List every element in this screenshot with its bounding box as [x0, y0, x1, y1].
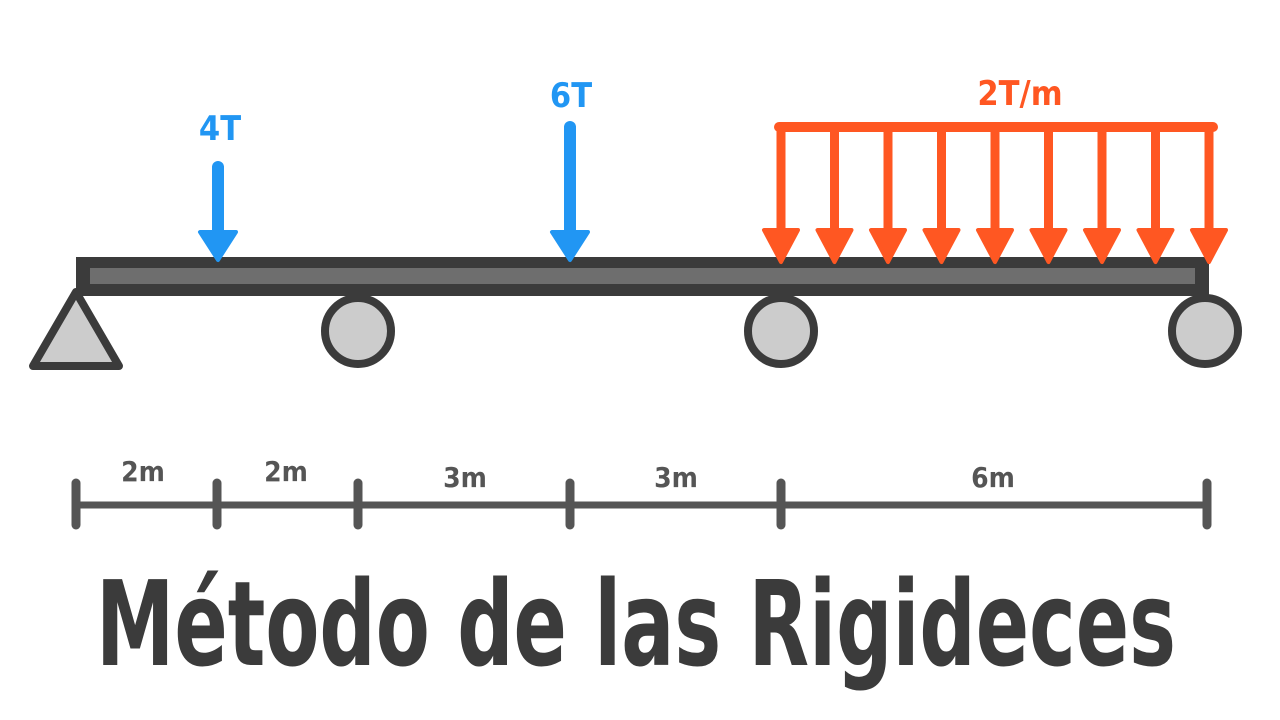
- arrow-head: [550, 230, 590, 262]
- distributed-arrow-head: [869, 228, 907, 264]
- roller-support-2: [744, 294, 818, 368]
- dimension-label-1: 2m: [121, 455, 165, 488]
- roller-support-1: [321, 294, 395, 368]
- distributed-arrow-head: [1083, 228, 1121, 264]
- point-load-label-6t: 6T: [550, 76, 592, 116]
- dimension-line: 2m 2m 3m 3m 6m: [71, 455, 1212, 530]
- dimension-label-3: 3m: [443, 461, 487, 494]
- page-title: Método de las Rigideces: [96, 555, 1176, 693]
- distributed-arrow-head: [1190, 228, 1228, 264]
- arrow-head: [198, 230, 238, 262]
- point-load-label-4t: 4T: [199, 109, 241, 149]
- beam-inner-band: [90, 268, 1195, 284]
- supports: [29, 288, 1242, 370]
- distributed-load-label: 2T/m: [977, 74, 1062, 114]
- distributed-arrow-head: [762, 228, 800, 264]
- distributed-load: 2T/m: [762, 74, 1228, 264]
- distributed-arrow-head: [815, 228, 854, 264]
- beam: [76, 257, 1209, 296]
- distributed-arrow-head: [976, 228, 1014, 264]
- dimension-label-5: 6m: [971, 461, 1015, 494]
- distributed-arrow-head: [1029, 228, 1068, 264]
- point-load-4t: 4T: [198, 109, 241, 262]
- dimension-ticks: [71, 478, 1212, 530]
- dimension-label-4: 3m: [654, 461, 698, 494]
- pin-support: [29, 288, 123, 370]
- roller-support-3: [1168, 294, 1242, 368]
- distributed-arrow-head: [1136, 228, 1175, 264]
- point-load-6t: 6T: [550, 76, 592, 262]
- dimension-label-2: 2m: [264, 455, 308, 488]
- distributed-load-arrows: [762, 122, 1228, 264]
- distributed-arrow-head: [922, 228, 961, 264]
